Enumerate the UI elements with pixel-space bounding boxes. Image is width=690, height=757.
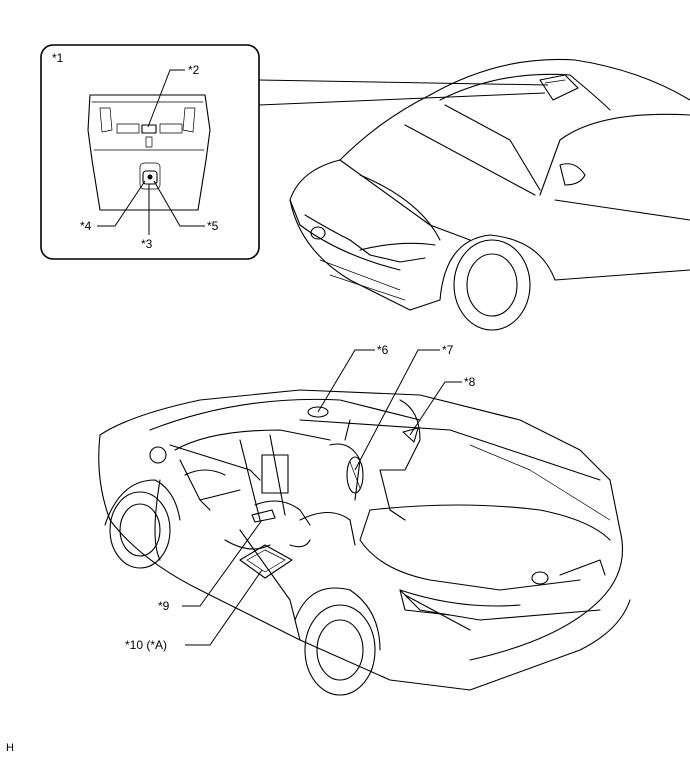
leader-8 <box>409 381 462 436</box>
callout-3: *3 <box>141 237 153 251</box>
inset-label: *1 <box>52 51 64 65</box>
leader-2 <box>147 69 185 128</box>
lower-car <box>98 349 631 696</box>
upper-car <box>289 58 690 331</box>
leader-7 <box>354 349 440 471</box>
inset-frame <box>40 44 260 260</box>
leader-10 <box>185 569 263 646</box>
callout-2: *2 <box>188 63 200 77</box>
figure-code: H <box>6 742 14 754</box>
callout-7: *7 <box>442 343 454 357</box>
callout-8: *8 <box>464 375 476 389</box>
callout-6: *6 <box>377 343 389 357</box>
leader-4 <box>97 180 146 227</box>
zoom-line-top <box>258 79 549 86</box>
leader-5 <box>153 180 205 227</box>
inset-detail <box>40 44 260 260</box>
callout-4: *4 <box>80 219 92 233</box>
zoom-line-bottom <box>258 92 546 106</box>
leader-6 <box>317 349 375 413</box>
callout-5: *5 <box>207 219 219 233</box>
callout-9: *9 <box>158 599 170 613</box>
leader-9 <box>182 519 263 607</box>
callout-10: *10 (*A) <box>125 638 168 652</box>
